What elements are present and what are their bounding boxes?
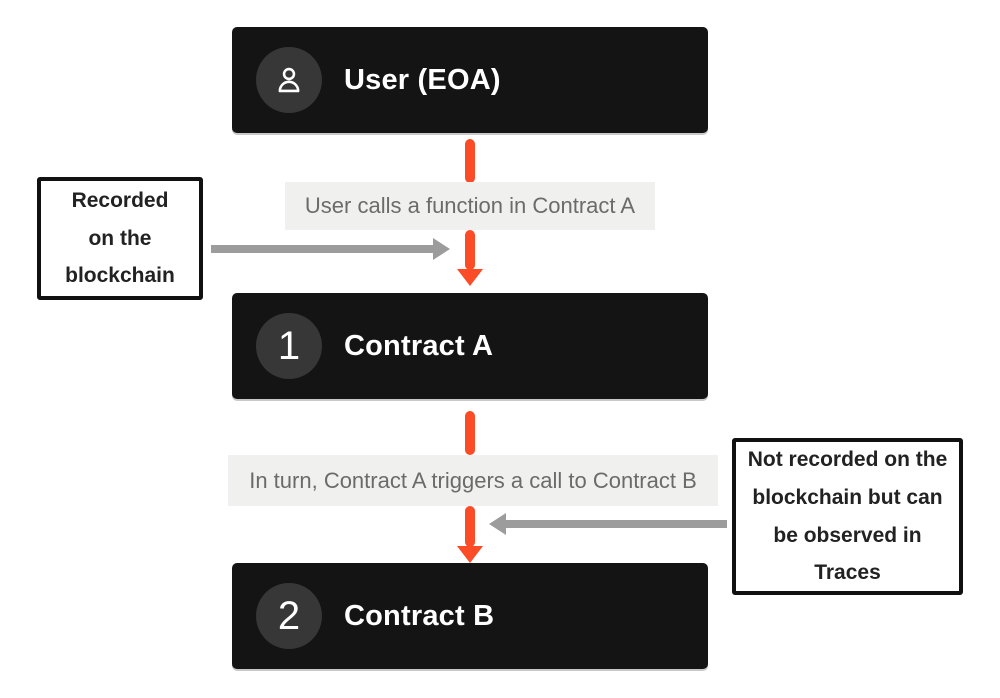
flow-label-contract-a-triggers-text: In turn, Contract A triggers a call to C…	[249, 467, 697, 493]
note-recorded-on-blockchain: Recorded on the blockchain	[37, 177, 203, 300]
node-contract-a: 1 Contract A	[232, 293, 708, 399]
flow-label-user-call: User calls a function in Contract A	[285, 182, 655, 230]
note-recorded-text: Recorded on the blockchain	[65, 188, 175, 288]
node-title-contract-b: Contract B	[344, 599, 495, 632]
step-badge-2: 2	[256, 583, 322, 649]
node-title-user: User (EOA)	[344, 63, 501, 96]
flow-arrow-user-segment	[465, 139, 475, 183]
flow-label-user-call-text: User calls a function in Contract A	[304, 193, 636, 218]
note-not-recorded-traces: Not recorded on the blockchain but can b…	[732, 438, 963, 595]
user-icon	[278, 67, 300, 93]
user-avatar	[256, 47, 322, 113]
flow-arrow-to-contract-b-segment	[465, 506, 475, 547]
step-badge-1: 1	[256, 313, 322, 379]
note-not-recorded-text: Not recorded on the blockchain but can b…	[747, 447, 948, 585]
gray-arrow-right-segment	[506, 520, 727, 528]
flow-label-contract-a-triggers: In turn, Contract A triggers a call to C…	[228, 455, 718, 506]
flow-arrowhead-to-contract-a	[457, 269, 483, 286]
flow-arrow-contract-a-segment	[465, 411, 475, 455]
flow-arrow-to-contract-a-segment	[465, 230, 475, 270]
flow-arrowhead-to-contract-b	[457, 546, 483, 563]
gray-arrowhead-right-icon	[433, 238, 450, 260]
gray-arrow-left-segment	[211, 245, 433, 253]
gray-arrowhead-left-icon	[489, 513, 506, 535]
node-user-eoa: User (EOA)	[232, 27, 708, 133]
node-title-contract-a: Contract A	[344, 329, 494, 362]
node-contract-b: 2 Contract B	[232, 563, 708, 669]
